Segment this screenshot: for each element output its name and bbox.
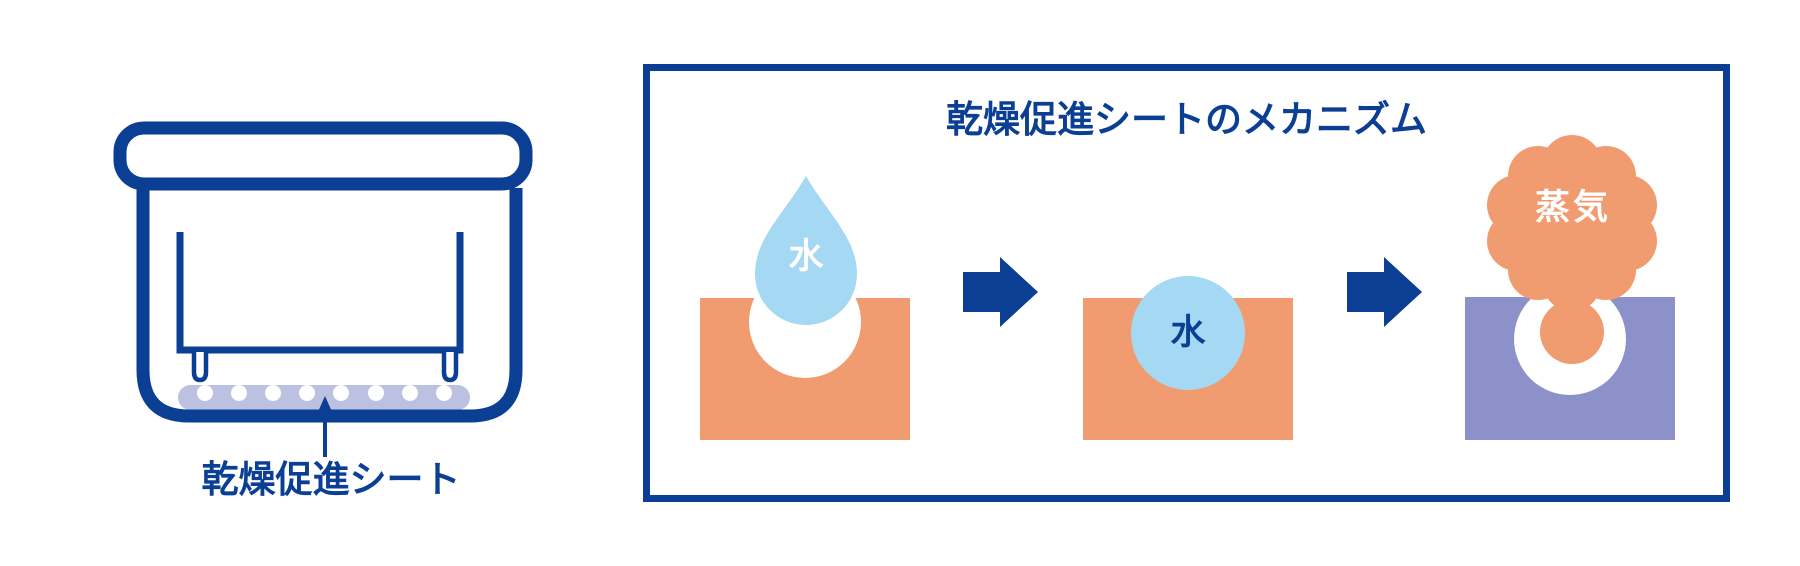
water-circle-icon (1131, 276, 1245, 390)
stage3-steam-label: 蒸気 (1534, 188, 1611, 227)
stage1-water-label: 水 (788, 237, 824, 276)
up-arrow-icon (317, 396, 333, 457)
tray-leg-right (441, 352, 459, 383)
container-lid (113, 121, 533, 191)
arrow-right-icon (1347, 257, 1422, 327)
storage-container-icon (113, 121, 533, 457)
panel-title: 乾燥促進シートのメカニズム (946, 99, 1427, 140)
water-drop-icon (755, 176, 857, 325)
inner-tray (176, 232, 464, 354)
arrow-right-icon (963, 257, 1038, 327)
drying-sheet-holes (197, 385, 452, 401)
stage-2 (1083, 276, 1293, 440)
steam-cloud-icon (1487, 135, 1657, 364)
stage-1 (700, 176, 910, 440)
drying-sheet-icon (178, 385, 470, 410)
drying-sheet-bar (178, 385, 470, 410)
container-body (136, 188, 523, 423)
tray-leg-left (191, 352, 209, 383)
stage-3 (1465, 135, 1675, 440)
panel-border (643, 64, 1730, 502)
drying-sheet-label: 乾燥促進シート (201, 459, 461, 500)
stage2-water-label: 水 (1170, 313, 1206, 352)
